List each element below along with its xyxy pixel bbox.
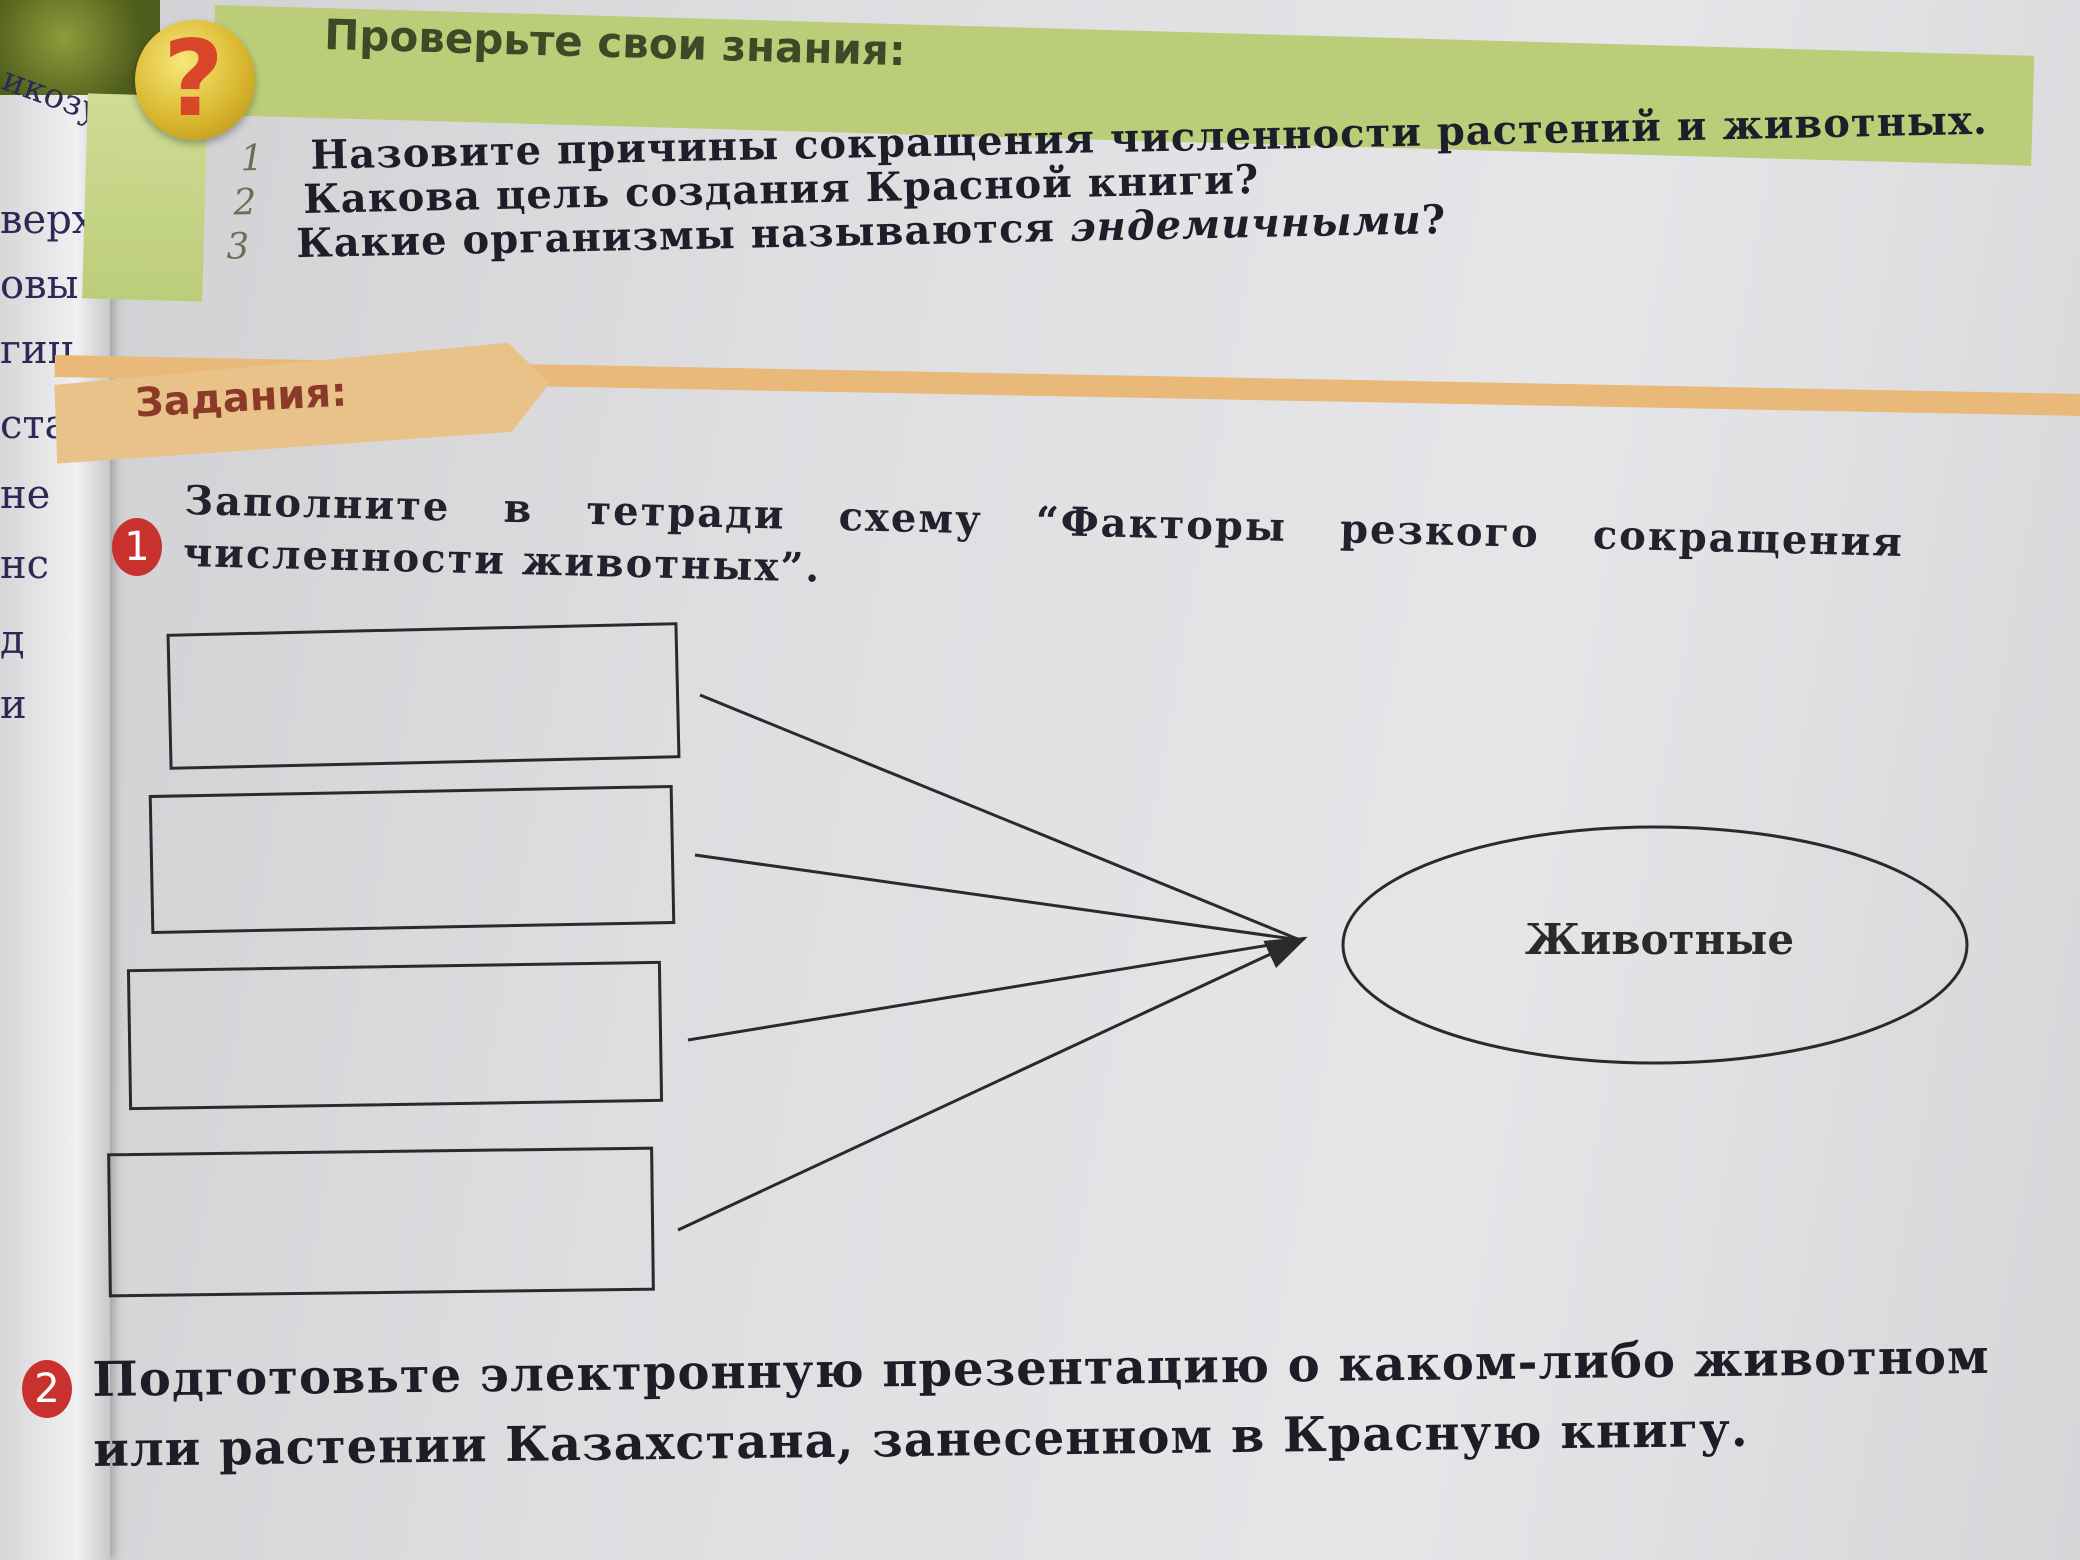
plant-photo [0, 0, 160, 95]
question-mark-icon: ? [135, 18, 255, 140]
target-label: Животные [1525, 915, 1795, 964]
target-ellipse [1341, 825, 1969, 1065]
margin-fragment: д [0, 617, 25, 663]
arrow-line [687, 938, 1301, 1042]
factor-box [107, 1146, 655, 1298]
margin-fragment: овы [0, 262, 79, 308]
margin-fragment: нс [0, 542, 50, 588]
arrow-line [694, 853, 1301, 942]
factor-box [166, 622, 681, 770]
task-2-text: Подготовьте электронную презентацию о ка… [92, 1328, 1990, 1478]
arrow-line [677, 936, 1308, 1232]
margin-fragment: верх [0, 197, 95, 243]
margin-fragment: не [0, 472, 51, 518]
margin-fragment: и [0, 682, 27, 728]
task-number-badge: 2 [22, 1360, 72, 1418]
factor-box [148, 784, 676, 935]
task-number-badge: 1 [112, 518, 162, 576]
arrow-line [699, 693, 1301, 942]
factor-box [126, 960, 664, 1111]
